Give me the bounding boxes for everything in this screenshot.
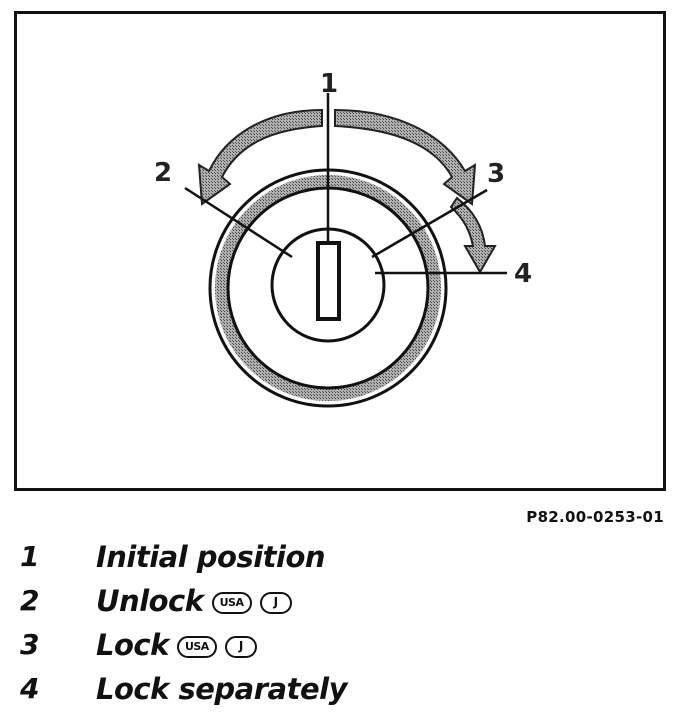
legend-item: 2 Unlock USA J — [20, 579, 660, 623]
japan-badge-icon: J — [259, 592, 292, 614]
legend-number: 1 — [20, 540, 40, 573]
legend-label: Lock — [96, 628, 169, 662]
legend-item: 4 Lock separately — [20, 667, 660, 711]
callout-3: 3 — [487, 159, 505, 189]
legend-number: 2 — [20, 584, 40, 617]
legend-number: 3 — [20, 628, 40, 661]
usa-badge-icon: USA — [211, 592, 252, 614]
leader-line-2 — [184, 186, 293, 259]
callout-4: 4 — [514, 259, 532, 289]
callout-1: 1 — [320, 69, 338, 99]
legend-item: 1 Initial position — [20, 535, 660, 579]
legend-item: 3 Lock USA J — [20, 623, 660, 667]
lock-cylinder-diagram: 1 2 3 4 — [154, 69, 532, 408]
callout-2: 2 — [154, 158, 172, 188]
leader-line-3 — [371, 188, 488, 259]
legend-label: Unlock — [96, 584, 204, 618]
arrow-lock-separately — [449, 196, 497, 275]
japan-badge-icon: J — [224, 636, 257, 658]
figure-frame: 1 2 3 4 — [14, 11, 666, 491]
key-slot — [316, 241, 341, 321]
legend-number: 4 — [20, 672, 40, 705]
legend-label: Initial position — [96, 540, 326, 574]
legend-label-row: Unlock USA J — [96, 579, 292, 623]
figure-reference-code: P82.00-0253-01 — [526, 508, 664, 526]
legend-label-row: Lock USA J — [96, 623, 257, 667]
arrow-left-unlock — [197, 108, 323, 206]
usa-badge-icon: USA — [176, 636, 217, 658]
arrow-right-lock — [334, 108, 477, 206]
legend-label: Lock separately — [96, 672, 347, 706]
